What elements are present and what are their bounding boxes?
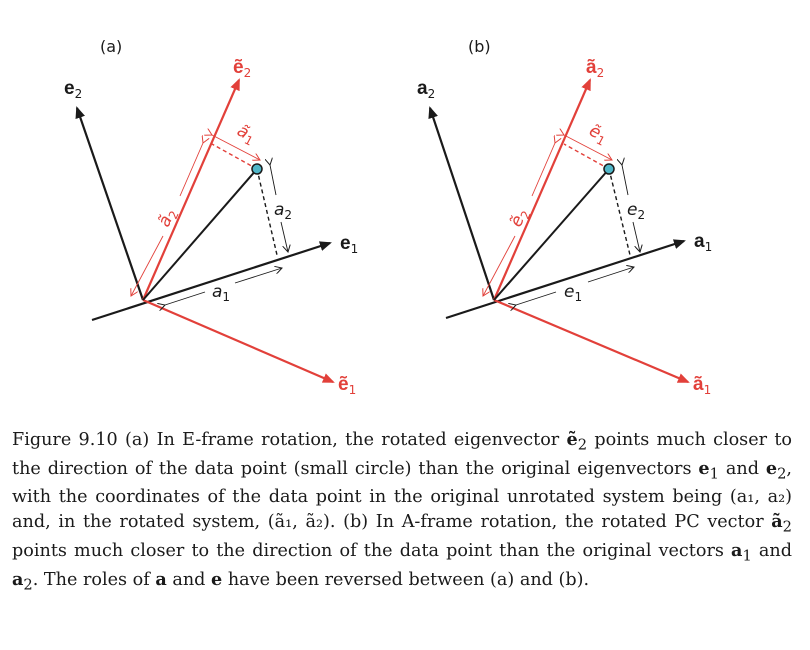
dim-rot-e1	[564, 135, 612, 160]
figure-9-10: (a) e2 e1 ẽ	[64, 37, 712, 397]
dim-e1	[516, 267, 634, 305]
panel-a-label: (a)	[100, 37, 122, 56]
data-point	[603, 163, 615, 175]
label-a2: a2	[274, 200, 292, 222]
panel-b: (b) a2 a1 ã2 ã1 e1 e2 ẽ1 ẽ2	[417, 37, 712, 397]
axis-e2	[75, 106, 145, 301]
label-rot-a1: ã1	[233, 121, 259, 149]
axis-rot-e1	[142, 298, 335, 384]
data-vector	[142, 168, 258, 301]
projection-on-a1	[608, 168, 631, 256]
label-e1: e1	[340, 233, 358, 256]
axis-e1	[91, 241, 332, 322]
dim-e2	[622, 165, 640, 252]
data-vector	[493, 168, 610, 301]
panel-b-label: (b)	[468, 37, 491, 56]
label-rot-e1: ẽ1	[338, 374, 356, 397]
label-e1: e1	[564, 282, 582, 304]
label-e2: e2	[64, 78, 82, 101]
label-rot-e2: ẽ2	[233, 57, 251, 80]
label-rot-a2: ã2	[586, 57, 604, 80]
projection-on-rot-a2	[563, 143, 610, 170]
dim-rot-a2	[131, 143, 203, 296]
dim-rot-a1	[212, 135, 260, 160]
label-a1: a1	[212, 282, 230, 304]
label-rot-a1: ã1	[693, 374, 711, 397]
label-rot-e1: ẽ1	[585, 121, 611, 149]
axis-rot-a1	[493, 298, 690, 384]
label-rot-e2: ẽ2	[506, 205, 533, 230]
dim-rot-e2	[483, 143, 555, 296]
axis-rot-e2	[141, 78, 241, 301]
dim-a1	[165, 268, 282, 305]
axis-rot-a2	[492, 78, 592, 301]
data-point	[251, 163, 263, 175]
projection-on-rot-e2	[211, 143, 258, 170]
label-a1: a1	[694, 231, 712, 254]
dim-a2	[270, 165, 288, 252]
axis-a1	[445, 239, 686, 320]
label-rot-a2: ã2	[154, 205, 181, 230]
panel-a: (a) e2 e1 ẽ	[64, 37, 358, 397]
label-a2: a2	[417, 78, 435, 101]
projection-on-e1	[256, 168, 278, 256]
label-e2: e2	[627, 200, 645, 222]
axis-a2	[428, 106, 496, 301]
figure-caption: Figure 9.10 (a) In E-frame rotation, the…	[12, 429, 792, 594]
